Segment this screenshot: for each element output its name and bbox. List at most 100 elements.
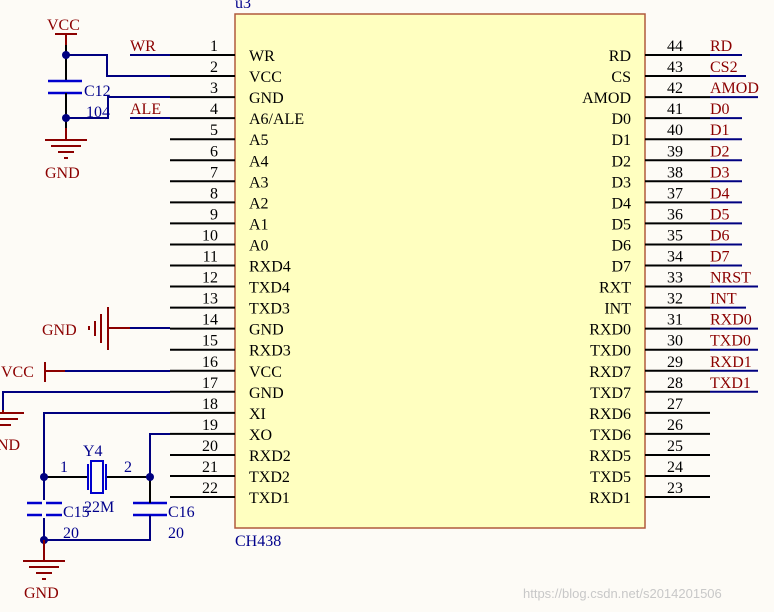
crystal-circuit: Y4 22M 1 2 C15 20 C16 20 GND [23, 412, 195, 602]
pin-number: 4 [210, 101, 218, 118]
vcc-power-label: VCC [47, 17, 80, 34]
pin-number: 41 [667, 101, 683, 118]
chip-body [234, 13, 646, 529]
pin-name: D1 [611, 132, 631, 149]
pin-number: 23 [667, 480, 683, 497]
pin-name: INT [604, 301, 631, 318]
pin-name: A4 [249, 153, 269, 170]
pin-name: XI [249, 406, 266, 423]
pin-number: 35 [667, 227, 683, 244]
pin-name: RXD0 [589, 322, 631, 339]
y4-pin1: 1 [60, 459, 68, 476]
pin-name: TXD3 [249, 301, 290, 318]
net-label: D6 [710, 227, 730, 244]
pin-number: 30 [667, 333, 683, 350]
pin-number: 8 [210, 185, 218, 202]
pin-name: RXD7 [589, 364, 631, 381]
pin-number: 11 [203, 249, 218, 266]
pin-number: 20 [202, 438, 218, 455]
pin-name: AMOD [582, 90, 631, 107]
net-label: NRST [710, 270, 751, 287]
net-label: D2 [710, 143, 730, 160]
pin-number: 5 [210, 122, 218, 139]
pin-number: 27 [667, 396, 683, 413]
pin-number: 3 [210, 80, 218, 97]
pin-number: 43 [667, 59, 683, 76]
net-label: TXD1 [710, 375, 751, 392]
pin-name: A6/ALE [249, 111, 304, 128]
y4-ref: Y4 [83, 443, 103, 460]
chip-pins: 1WR2VCC3GND4A6/ALE5A56A47A38A29A110A011R… [170, 38, 759, 507]
net-label: INT [710, 291, 737, 308]
pin-number: 18 [202, 396, 218, 413]
pin-name: D3 [611, 174, 631, 191]
pin-number: 2 [210, 59, 218, 76]
y4-pin2: 2 [124, 459, 132, 476]
pin-name: RXD5 [589, 448, 631, 465]
pin-number: 40 [667, 122, 683, 139]
net-label: TXD0 [710, 333, 751, 350]
pin-number: 42 [667, 80, 683, 97]
gnd-power-label: GND [24, 585, 59, 602]
pin-number: 21 [202, 459, 218, 476]
pin-number: 12 [202, 270, 218, 287]
wr-net-label: WR [130, 38, 156, 55]
net-label: D1 [710, 122, 730, 139]
pin-name: RXD4 [249, 259, 291, 276]
pin-name: TXD4 [249, 280, 290, 297]
gnd-wire-pin17 [2, 391, 170, 410]
c12-ref: C12 [84, 83, 111, 100]
pin-number: 34 [667, 249, 683, 266]
pin-number: 32 [667, 291, 683, 308]
junction [62, 114, 70, 122]
pin-name: CS [611, 69, 631, 86]
pin-name: GND [249, 322, 284, 339]
pin-name: D4 [611, 195, 631, 212]
pin-name: TXD7 [590, 385, 631, 402]
vcc-power-label: VCC [1, 364, 34, 381]
pin-number: 39 [667, 143, 683, 160]
net-label: AMOD [710, 80, 759, 97]
net-label: RD [710, 38, 732, 55]
pin-name: VCC [249, 364, 282, 381]
net-label: RXD0 [710, 312, 752, 329]
junction [146, 473, 154, 481]
pin-number: 15 [202, 333, 218, 350]
net-label: D3 [710, 164, 730, 181]
pin-number: 22 [202, 480, 218, 497]
y4-value: 22M [84, 499, 114, 516]
pin-name: RD [609, 48, 631, 65]
c16-value: 20 [168, 525, 184, 542]
xo-wire [149, 433, 170, 477]
net-label: RXD1 [710, 354, 752, 371]
pin-number: 17 [202, 375, 218, 392]
pin-name: VCC [249, 69, 282, 86]
pin-name: D0 [611, 111, 631, 128]
pin-name: TXD1 [249, 490, 290, 507]
pin-name: TXD0 [590, 343, 631, 360]
pin-name: GND [249, 385, 284, 402]
chip-designator: u3 [235, 0, 251, 12]
pin-number: 36 [667, 206, 683, 223]
pin-name: D2 [611, 153, 631, 170]
gnd-symbol-icon [0, 410, 24, 426]
net-label: D7 [710, 249, 730, 266]
gnd-symbol-icon [45, 139, 87, 159]
pin-number: 7 [210, 164, 218, 181]
pin-name: A3 [249, 174, 269, 191]
pin-name: WR [249, 48, 275, 65]
gnd-symbol-icon [88, 307, 109, 350]
pin-number: 14 [202, 312, 218, 329]
gnd-symbol-icon [23, 560, 65, 580]
net-label: D4 [710, 185, 730, 202]
vcc-wire-pin2 [66, 54, 170, 77]
pin-name: A2 [249, 195, 269, 212]
pin-name: RXD1 [589, 490, 631, 507]
pin-name: GND [249, 90, 284, 107]
pin-name: RXD6 [589, 406, 631, 423]
net-label: D5 [710, 206, 730, 223]
chip-part: CH438 [235, 533, 281, 550]
gnd-power-label: GND [45, 165, 80, 182]
pin-name: D7 [611, 259, 631, 276]
